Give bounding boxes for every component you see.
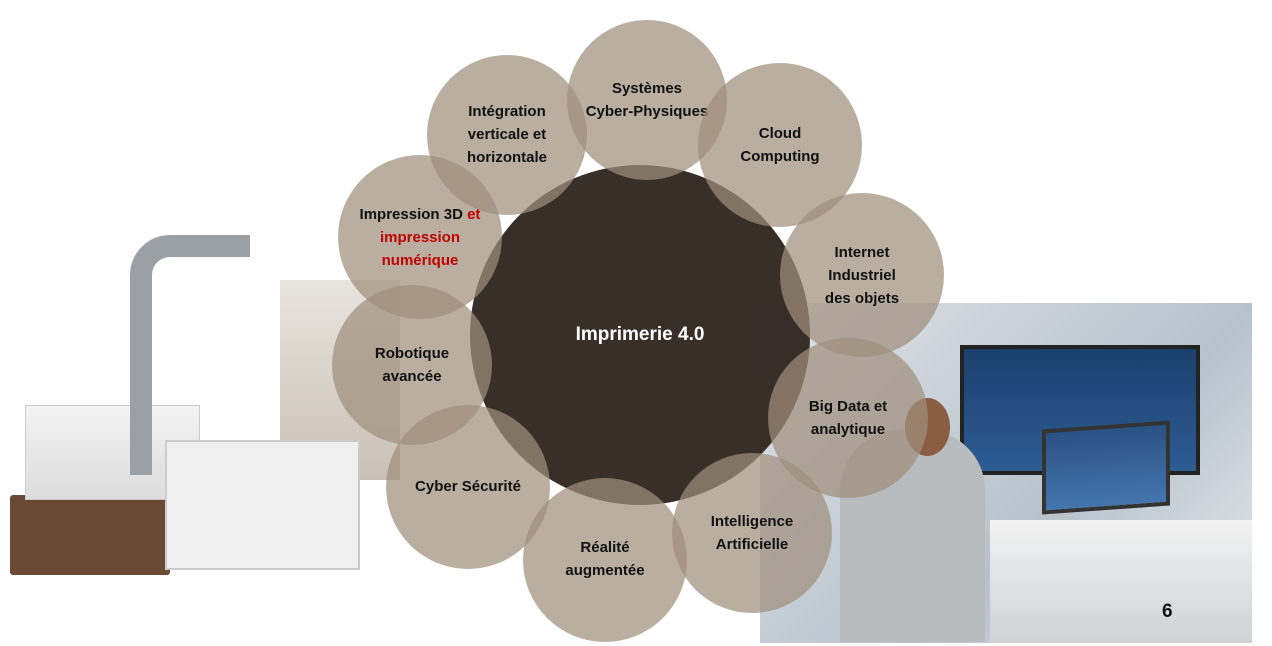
- label: horizontale: [466, 149, 547, 166]
- label: Réalité: [580, 539, 630, 556]
- label: Industriel: [828, 266, 896, 284]
- robot-arm: [130, 235, 250, 475]
- page-number: 6: [1162, 601, 1173, 622]
- robot-base: [165, 440, 360, 570]
- label: Computing: [740, 148, 820, 165]
- label: Systèmes: [611, 80, 683, 97]
- label: avancée: [382, 368, 442, 385]
- label: Cyber-Physiques: [585, 103, 709, 120]
- label: Cloud: [758, 125, 802, 142]
- label: Internet: [834, 243, 890, 261]
- label: verticale et: [467, 126, 547, 143]
- pallet: [10, 495, 170, 575]
- label-red: numérique: [381, 251, 459, 269]
- label: Big Data et: [808, 398, 888, 415]
- label: augmentée: [565, 562, 645, 579]
- circle-cyber-security: Cyber Sécurité: [386, 405, 550, 569]
- label-red: impression: [379, 228, 460, 246]
- circle-augmented-reality: Réalité augmentée: [523, 478, 687, 642]
- label: Intelligence: [710, 513, 794, 530]
- touch-screen: [1042, 420, 1170, 515]
- label: Robotique: [374, 345, 450, 362]
- label: Cyber Sécurité: [415, 478, 521, 495]
- label: analytique: [810, 421, 886, 438]
- console-desk: [990, 520, 1252, 643]
- label-red: et: [467, 205, 481, 223]
- label: des objets: [824, 289, 900, 307]
- label: Impression 3D: [359, 205, 463, 223]
- label: Artificielle: [715, 536, 789, 553]
- center-label: Imprimerie 4.0: [575, 324, 705, 345]
- label: Intégration: [468, 103, 546, 120]
